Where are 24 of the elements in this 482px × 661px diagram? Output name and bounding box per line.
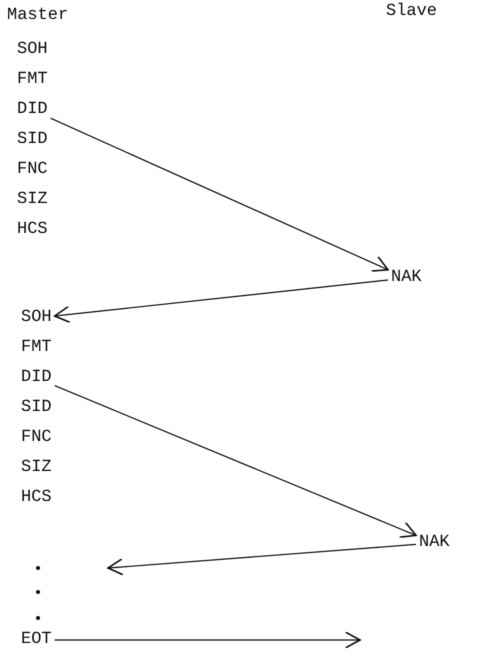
message-label: FMT <box>16 70 49 90</box>
arrow <box>107 544 416 576</box>
column-heading: Master <box>6 6 70 26</box>
message-label: HCS <box>16 220 49 240</box>
arrow <box>54 279 388 324</box>
arrow <box>50 118 389 272</box>
message-label: SOH <box>20 308 53 328</box>
message-label: FNC <box>16 160 49 180</box>
message-label: SOH <box>16 40 49 60</box>
arrow <box>54 631 361 649</box>
message-label: SIZ <box>16 190 49 210</box>
message-label: FNC <box>20 428 53 448</box>
message-label: SIZ <box>20 458 53 478</box>
column-heading: Slave <box>385 2 438 22</box>
message-label: SID <box>16 130 49 150</box>
message-label: NAK <box>390 268 423 288</box>
message-label: DID <box>20 368 53 388</box>
message-label: DID <box>16 100 49 120</box>
message-label: HCS <box>20 488 53 508</box>
arrow <box>54 385 417 538</box>
message-label: FMT <box>20 338 53 358</box>
message-label: SID <box>20 398 53 418</box>
message-label: NAK <box>418 533 451 553</box>
message-label: EOT <box>20 630 53 650</box>
